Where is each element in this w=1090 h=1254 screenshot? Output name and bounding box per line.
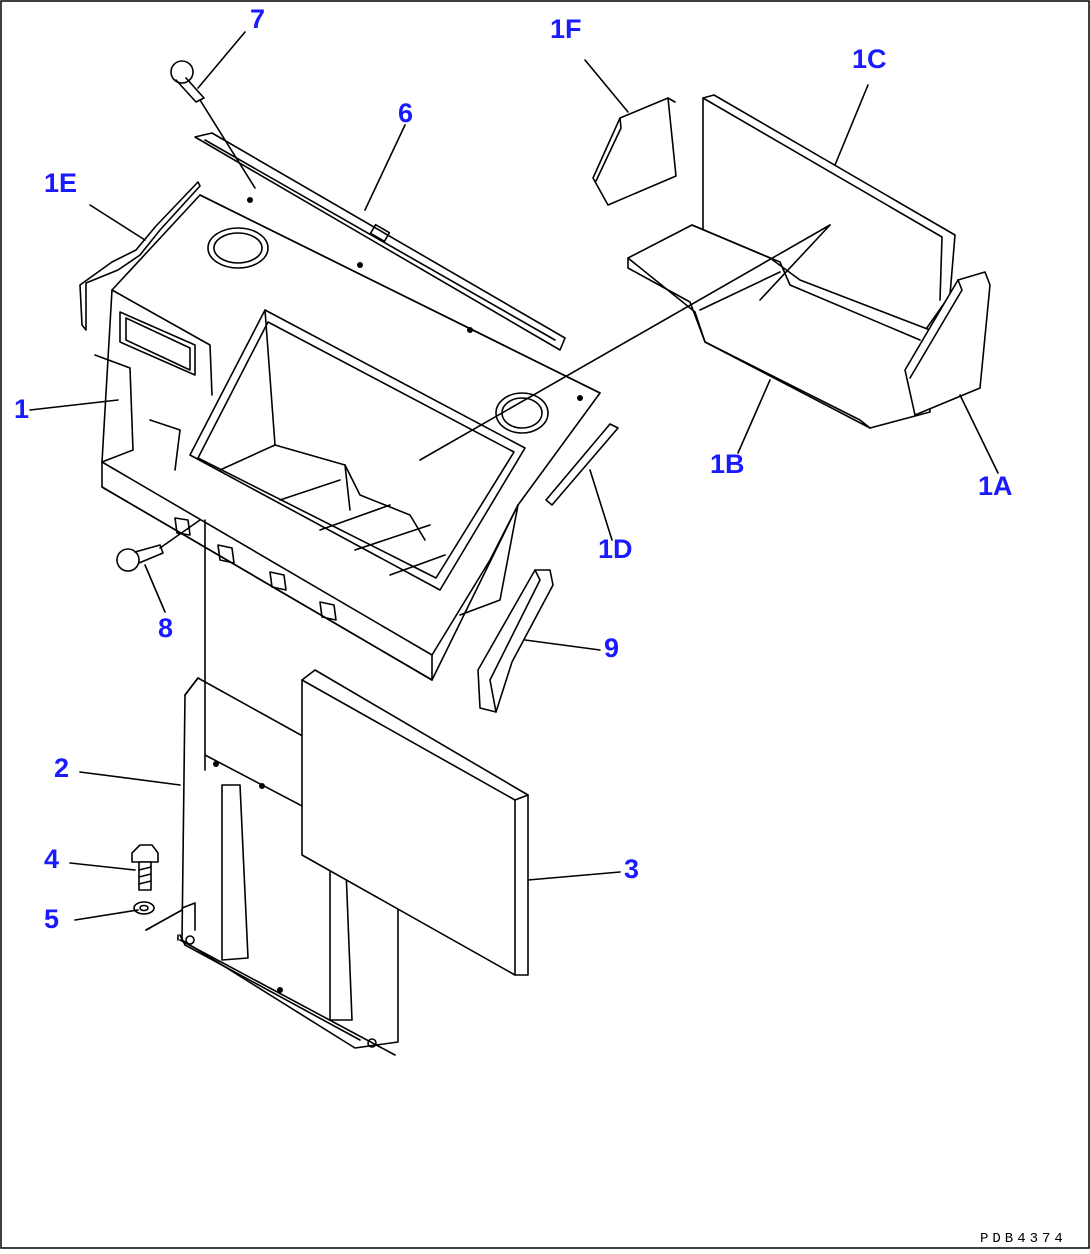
label-7: 7 xyxy=(250,4,265,34)
part-7-bolt xyxy=(170,60,256,189)
part-3-panel xyxy=(301,669,529,976)
label-1A: 1A xyxy=(978,471,1013,501)
part-8-bolt xyxy=(116,519,201,572)
part-5-washer xyxy=(133,901,155,915)
label-1C: 1C xyxy=(852,44,887,74)
leader-lines xyxy=(29,31,999,921)
part-1A-side-pad xyxy=(904,271,991,416)
part-6-rail xyxy=(194,132,566,351)
label-1D: 1D xyxy=(598,534,633,564)
part-4-bolt xyxy=(131,844,159,891)
part-1F-pad xyxy=(592,97,677,206)
label-6: 6 xyxy=(398,98,413,128)
label-4: 4 xyxy=(44,844,59,874)
label-1E: 1E xyxy=(44,168,77,198)
part-9-trim xyxy=(477,569,554,713)
label-1: 1 xyxy=(14,394,29,424)
label-2: 2 xyxy=(54,753,69,783)
label-1F: 1F xyxy=(550,14,582,44)
part-labels: 1 1A 1B 1C 1D 1E 1F 2 3 4 5 6 7 8 9 xyxy=(14,4,1013,934)
label-1B: 1B xyxy=(710,449,745,479)
label-3: 3 xyxy=(624,854,639,884)
label-9: 9 xyxy=(604,633,619,663)
part-1E-strip xyxy=(79,181,201,331)
label-5: 5 xyxy=(44,904,59,934)
part-1-housing xyxy=(94,194,601,681)
drawing-reference: PDB4374 xyxy=(980,1231,1067,1247)
label-8: 8 xyxy=(158,613,173,643)
part-1D-strip xyxy=(545,423,619,506)
